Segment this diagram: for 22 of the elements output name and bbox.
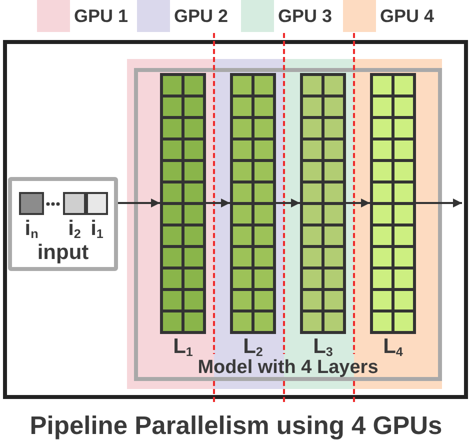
caption: Pipeline Parallelism using 4 GPUs (30, 411, 442, 442)
layer-label: L$_{1}$ (173, 335, 193, 359)
cell-label: i$_{n}$ (24, 217, 38, 241)
legend-label: GPU 2 (174, 5, 228, 27)
model-label: Model with 4 Layers (198, 356, 378, 380)
layer-label: L$_{3}$ (313, 335, 333, 359)
legend-label: GPU 4 (380, 5, 434, 27)
cell-label: i$_{2}$ (68, 217, 81, 241)
input-label: input (37, 240, 89, 266)
arrow (206, 198, 230, 208)
layer-label: L$_{4}$ (383, 335, 403, 359)
arrow (276, 198, 300, 208)
arrow (346, 198, 370, 208)
legend-label: GPU 3 (278, 5, 332, 27)
legend-label: GPU 1 (74, 5, 128, 27)
arrow (118, 198, 160, 208)
input-box (8, 177, 118, 271)
cell-label: i$_{1}$ (90, 217, 104, 241)
layer-label: L$_{2}$ (243, 335, 263, 359)
outer-frame (3, 40, 468, 399)
arrow (416, 198, 462, 208)
model-box (134, 68, 442, 381)
